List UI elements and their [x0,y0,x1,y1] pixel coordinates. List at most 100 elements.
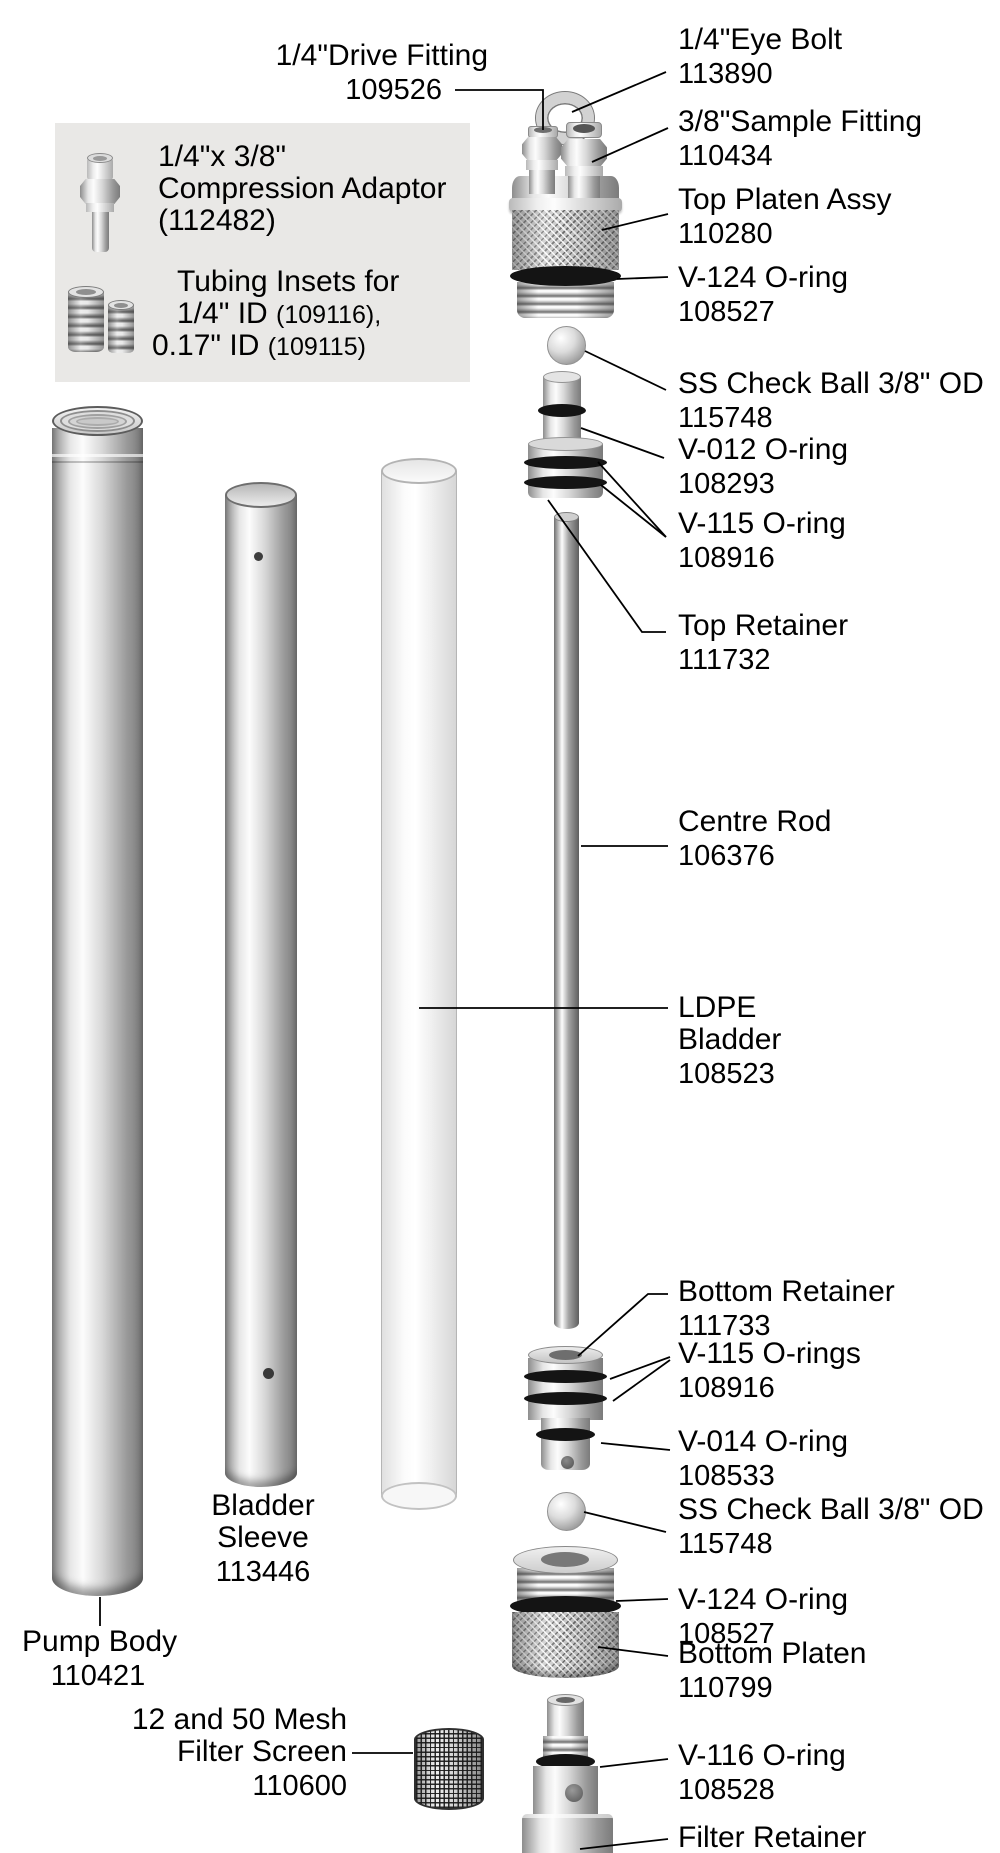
ldpe-bladder-tube [381,458,457,1510]
leader-line [583,1511,667,1533]
compression-adaptor-icon [78,152,122,252]
part-name: 1/4"Drive Fitting [275,39,488,72]
part-number: 109526 [345,74,442,106]
part-name: V-116 O-ring [678,1739,846,1772]
leader-line [612,1359,671,1402]
v115-oring-bottom-a-graphic [524,1370,607,1383]
leader-line [600,484,667,538]
part-number: 108528 [678,1774,775,1806]
part-name: SS Check Ball 3/8" OD [678,367,984,400]
bottom-platen-graphic [509,1546,622,1680]
leader-line [597,1646,669,1657]
leader-line [597,461,667,538]
bladder-sleeve-opening [225,482,297,508]
part-name: Bladder [211,1489,315,1522]
part-name: V-115 O-rings [678,1337,861,1370]
filter-retainer-graphic [522,1694,613,1853]
part-number: 110421 [50,1660,146,1692]
ldpe-bladder-bottom-opening [381,1482,457,1510]
part-number: 113890 [678,58,773,90]
inset-adaptor-label-line1: 1/4"x 3/8" [158,140,287,173]
leader-line [599,1758,669,1768]
part-name: 3/8"Sample Fitting [678,105,923,138]
filter-screen-graphic [414,1728,484,1810]
leader-line [584,350,667,391]
sleeve-hole-lower [263,1368,274,1379]
part-number: 108533 [678,1460,775,1492]
leader-line [615,1598,669,1602]
part-number: 108527 [678,296,775,328]
top-platen-knurl [512,210,619,270]
eye-bolt-ring [535,91,595,145]
part-number: 115748 [678,1528,773,1560]
part-number: 110799 [678,1672,773,1704]
inset-tubing-number-1: (109116), [276,301,382,329]
tubing-insert-small-icon [107,300,135,354]
part-number: 110600 [252,1770,347,1802]
part-name: Sleeve [217,1521,309,1554]
top-platen-threads [517,282,614,318]
centre-rod-graphic [554,512,579,1332]
v124-oring-bottom-graphic [510,1596,621,1616]
part-number: 110280 [678,218,773,250]
check-ball-top-graphic [547,326,586,365]
part-name: 12 and 50 Mesh [131,1703,347,1736]
inset-tubing-size-1: 1/4" ID [177,297,277,330]
leader-line [609,1356,671,1380]
part-number: 110434 [678,140,773,172]
part-name: V-115 O-ring [678,507,846,540]
leader-line [547,499,666,633]
part-name: LDPE [678,991,757,1024]
v115-oring-top-a-graphic [524,456,607,469]
part-number: 111732 [678,644,771,676]
part-number: 111733 [678,1310,771,1342]
leader-line [591,127,669,163]
v115-oring-bottom-b-graphic [524,1392,607,1405]
part-number: 108527 [678,1618,775,1650]
part-name: Bottom Retainer [678,1275,895,1308]
part-name: Bladder [678,1023,782,1056]
leader-line [580,427,665,459]
v124-oring-top-graphic [510,266,621,286]
part-name: Bottom Platen [678,1637,867,1670]
part-name: Centre Rod [678,805,832,838]
part-number: 108916 [678,1372,775,1404]
top-retainer-graphic [524,371,607,500]
part-name: Filter Screen [176,1735,347,1768]
filter-retainer-hole [565,1784,583,1802]
filter-retainer-threads [543,1736,588,1758]
part-name: Filter Retainer [678,1821,867,1853]
part-name: Pump Body [22,1625,178,1658]
part-name: V-124 O-ring [678,261,849,294]
bottom-platen-hole [541,1552,589,1567]
leader-line [616,276,669,280]
leader-line [579,1838,669,1850]
inset-tubing-number-2: (109115) [267,333,366,361]
v012-oring-graphic [538,404,586,417]
part-number: 115748 [678,402,773,434]
part-name: V-014 O-ring [678,1425,849,1458]
bladder-sleeve-tube [225,482,297,1492]
part-name: V-124 O-ring [678,1583,849,1616]
v014-oring-graphic [536,1428,595,1441]
part-number: 108293 [678,468,775,500]
inset-tubing-label-line3: 0.17" ID (109115) [152,330,366,363]
tubing-insert-large-icon [67,286,105,354]
